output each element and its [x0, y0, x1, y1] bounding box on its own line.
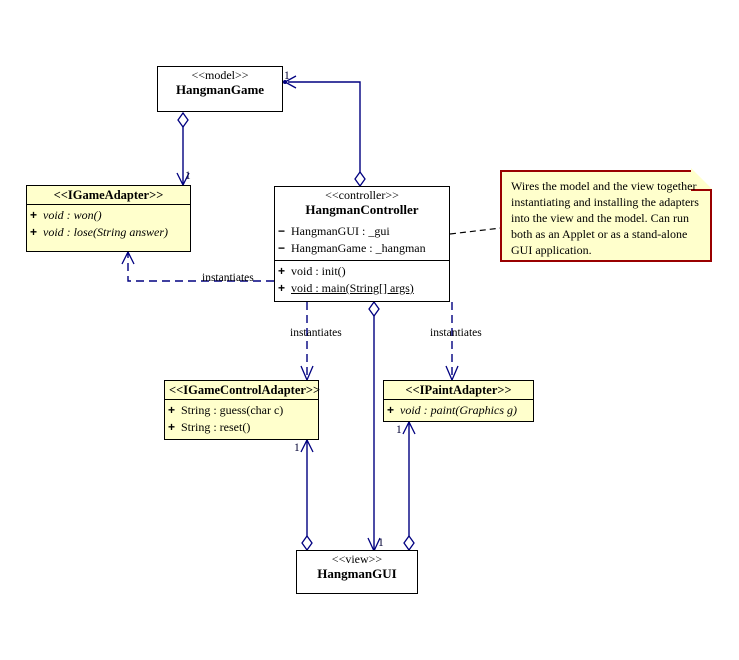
class-box-igame-control-adapter[interactable]: <<IGameControlAdapter>> + String : guess… [164, 380, 321, 440]
class-name-hangman-gui: HangmanGUI [317, 565, 397, 581]
multiplicity-view-to-paint-adapter: 1 [396, 424, 402, 436]
stereotype-controller: <<controller>> [325, 188, 399, 202]
member-label: String : guess(char c) [181, 403, 284, 418]
visibility-marker: + [387, 403, 395, 418]
member-label: void : lose(String answer) [43, 225, 168, 240]
visibility-marker: + [168, 420, 176, 435]
edge-controller-to-note [449, 227, 502, 235]
methods-compartment-igame-control-adapter: + String : guess(char c) + String : rese… [165, 400, 318, 439]
visibility-marker: + [278, 280, 286, 295]
class-header-ipaint-adapter: <<IPaintAdapter>> [384, 381, 533, 401]
class-header-hangman-controller: <<controller>> HangmanController [275, 187, 449, 221]
stereotype-view: <<view>> [331, 552, 383, 566]
class-name-hangman-controller: HangmanController [305, 201, 419, 217]
note-box[interactable]: Wires the model and the view together in… [500, 168, 712, 262]
fields-compartment-hangman-controller: − HangmanGUI : _gui − HangmanGame : _han… [275, 221, 449, 260]
member-row: + void : init() [278, 263, 446, 280]
visibility-marker: + [278, 263, 286, 278]
visibility-marker: + [30, 208, 38, 223]
member-label: HangmanGUI : _gui [291, 223, 390, 238]
class-box-hangman-game[interactable]: <<model>> HangmanGame [157, 66, 283, 112]
class-box-igame-adapter[interactable]: <<IGameAdapter>> + void : won() + void :… [26, 185, 191, 252]
methods-compartment-hangman-controller: + void : init() + void : main(String[] a… [275, 259, 449, 300]
member-row: + String : reset() [168, 419, 315, 436]
edge-label-instantiates-game-control-adapter: instantiates [290, 327, 342, 339]
class-box-hangman-controller[interactable]: <<controller>> HangmanController − Hangm… [274, 186, 450, 302]
member-row: + void : main(String[] args) [278, 280, 446, 297]
multiplicity-controller-to-model: 1 [284, 70, 290, 82]
edge-label-instantiates-game-adapter: instantiates [202, 272, 254, 284]
edge-controller-to-model [283, 75, 366, 188]
member-row: + void : paint(Graphics g) [387, 402, 530, 419]
visibility-marker: + [168, 403, 176, 418]
methods-compartment-igame-adapter: + void : won() + void : lose(String answ… [27, 205, 190, 244]
member-label: void : init() [291, 263, 346, 278]
class-header-hangman-game: <<model>> HangmanGame [158, 67, 282, 101]
multiplicity-view-to-game-control-adapter: 1 [294, 442, 300, 454]
edge-controller-instantiates-game-control-adapter [300, 302, 314, 382]
edge-view-to-game-control-adapter [300, 438, 314, 552]
class-box-hangman-gui[interactable]: <<view>> HangmanGUI [296, 550, 418, 594]
class-name-hangman-game: HangmanGame [175, 81, 265, 97]
stereotype-model: <<model>> [191, 68, 249, 82]
visibility-marker: + [30, 225, 38, 240]
member-label: HangmanGame : _hangman [291, 240, 426, 255]
stereotype-igame-adapter: <<IGameAdapter>> [53, 188, 164, 202]
edge-label-instantiates-paint-adapter: instantiates [430, 327, 482, 339]
visibility-marker: − [278, 223, 286, 238]
member-label: void : main(String[] args) [291, 280, 414, 295]
note-text: Wires the model and the view together in… [511, 179, 699, 257]
member-row: + String : guess(char c) [168, 402, 315, 419]
edge-view-to-paint-adapter [402, 420, 416, 552]
member-label: void : paint(Graphics g) [400, 403, 517, 418]
class-header-hangman-gui: <<view>> HangmanGUI [297, 551, 417, 585]
methods-compartment-ipaint-adapter: + void : paint(Graphics g) [384, 400, 533, 422]
member-row: − HangmanGame : _hangman [278, 240, 446, 257]
class-box-ipaint-adapter[interactable]: <<IPaintAdapter>> + void : paint(Graphic… [383, 380, 534, 422]
member-label: void : won() [43, 208, 102, 223]
note-fold-corner-icon [691, 168, 712, 191]
class-header-igame-control-adapter: <<IGameControlAdapter>> [165, 381, 321, 401]
edge-controller-instantiates-paint-adapter [445, 302, 459, 382]
member-row: + void : won() [30, 207, 187, 224]
member-row: + void : lose(String answer) [30, 224, 187, 241]
member-label: String : reset() [181, 420, 251, 435]
visibility-marker: − [278, 240, 286, 255]
multiplicity-model-to-game-adapter: 1 [185, 170, 191, 182]
class-header-igame-adapter: <<IGameAdapter>> [27, 186, 190, 206]
edge-controller-to-view [367, 300, 381, 553]
multiplicity-controller-to-view: 1 [378, 537, 384, 549]
member-row: − HangmanGUI : _gui [278, 223, 446, 240]
stereotype-ipaint-adapter: <<IPaintAdapter>> [405, 383, 512, 397]
stereotype-igame-control-adapter: <<IGameControlAdapter>> [169, 383, 321, 397]
